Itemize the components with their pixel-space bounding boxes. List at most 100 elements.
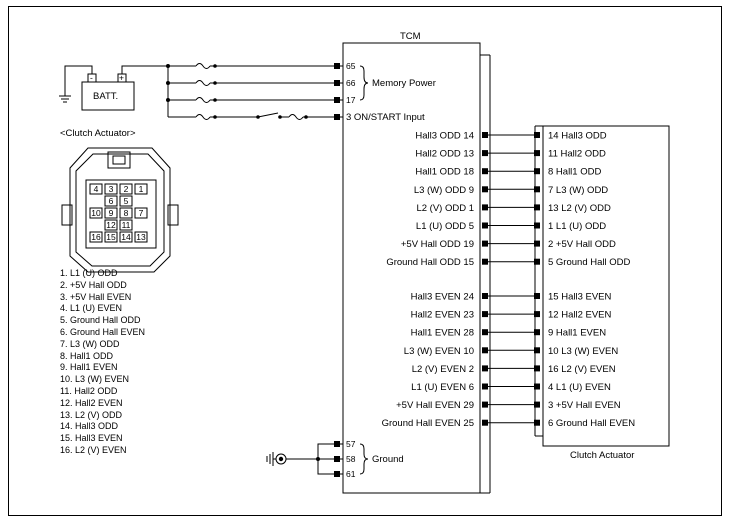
even-actuator-label: 4 L1 (U) EVEN	[548, 382, 611, 393]
clutch-actuator-connector	[61, 147, 179, 273]
odd-actuator-label: 2 +5V Hall ODD	[548, 239, 616, 250]
odd-tcm-label: L1 (U) ODD 5	[416, 221, 474, 232]
pin-list-item: 2. +5V Hall ODD	[60, 279, 127, 290]
connector-cell	[104, 207, 118, 219]
connector-cell	[134, 183, 148, 195]
connector-cell	[134, 207, 148, 219]
diagram-frame	[8, 6, 722, 516]
even-tcm-label: Hall1 EVEN 28	[411, 328, 474, 339]
tcm-pin-65: 65	[346, 61, 356, 71]
ground-label: Ground	[372, 454, 404, 465]
clutch-actuator-title: Clutch Actuator	[570, 450, 634, 461]
odd-tcm-label: Ground Hall ODD 15	[386, 257, 474, 268]
pin-list-item: 7. L3 (W) ODD	[60, 338, 120, 349]
connector-cell	[119, 231, 133, 243]
connector-cell-label: 8	[124, 208, 129, 218]
connector-cell	[89, 183, 103, 195]
odd-tcm-label: Hall1 ODD 18	[415, 167, 474, 178]
pin-list-item: 15. Hall3 EVEN	[60, 433, 123, 444]
odd-actuator-label: 1 L1 (U) ODD	[548, 221, 606, 232]
svg-text:+: +	[119, 73, 124, 83]
even-tcm-label: Hall3 EVEN 24	[411, 292, 474, 303]
even-actuator-label: 10 L3 (W) EVEN	[548, 346, 618, 357]
odd-tcm-label: L2 (V) ODD 1	[416, 203, 474, 214]
odd-actuator-label: 5 Ground Hall ODD	[548, 257, 631, 268]
even-tcm-label: Hall2 EVEN 23	[411, 310, 474, 321]
pin-list-item: 9. Hall1 EVEN	[60, 362, 118, 373]
connector-cell-label: 1	[139, 184, 144, 194]
even-actuator-label: 9 Hall1 EVEN	[548, 328, 606, 339]
on-start-input-label: 3 ON/START Input	[346, 112, 425, 123]
connector-cell-label: 6	[109, 196, 114, 206]
tcm-title: TCM	[400, 31, 421, 42]
connector-cell	[134, 231, 148, 243]
pin-list-item: 8. Hall1 ODD	[60, 350, 114, 361]
connector-cell-label: 14	[121, 232, 131, 242]
even-tcm-label: L3 (W) EVEN 10	[404, 346, 474, 357]
connector-cell-label: 12	[106, 220, 116, 230]
pin-list-item: 6. Ground Hall EVEN	[60, 326, 146, 337]
memory-power-label: Memory Power	[372, 78, 436, 89]
connector-cell-label: 4	[94, 184, 99, 194]
even-tcm-label: L1 (U) EVEN 6	[411, 382, 474, 393]
even-actuator-label: 3 +5V Hall EVEN	[548, 400, 621, 411]
even-tcm-label: +5V Hall EVEN 29	[396, 400, 474, 411]
connector-cell	[119, 195, 133, 207]
tcm-pin-66: 66	[346, 78, 356, 88]
tcm-pin-17: 17	[346, 95, 356, 105]
connector-cell	[119, 207, 133, 219]
battery-box	[81, 81, 135, 111]
pin-list-item: 1. L1 (U) ODD	[60, 268, 118, 278]
pin-list-item: 12. Hall2 EVEN	[60, 397, 123, 408]
odd-tcm-label: L3 (W) ODD 9	[414, 185, 474, 196]
odd-tcm-label: +5V Hall ODD 19	[401, 239, 474, 250]
even-actuator-label: 16 L2 (V) EVEN	[548, 364, 616, 375]
connector-cell-label: 15	[106, 232, 116, 242]
tcm-box	[342, 42, 481, 494]
svg-text:-: -	[90, 73, 93, 83]
odd-actuator-label: 13 L2 (V) ODD	[548, 203, 611, 214]
odd-actuator-label: 7 L3 (W) ODD	[548, 185, 608, 196]
tcm-pin-61: 61	[346, 469, 356, 479]
even-actuator-label: 12 Hall2 EVEN	[548, 310, 612, 321]
even-actuator-label: 6 Ground Hall EVEN	[548, 418, 635, 429]
pin-list-item: 13. L2 (V) ODD	[60, 409, 123, 420]
connector-cell-label: 16	[91, 232, 101, 242]
connector-cell-label: 13	[136, 232, 146, 242]
connector-cell-label: 9	[109, 208, 114, 218]
odd-tcm-label: Hall3 ODD 14	[415, 131, 474, 142]
connector-cell-label: 5	[124, 196, 129, 206]
connector-cell	[119, 183, 133, 195]
clutch-actuator-box	[542, 125, 670, 447]
battery-label: BATT.	[93, 91, 118, 102]
odd-actuator-label: 11 Hall2 ODD	[548, 149, 606, 160]
connector-cell-label: 3	[109, 184, 114, 194]
odd-tcm-label: Hall2 ODD 13	[415, 149, 474, 160]
pin-list-item: 14. Hall3 ODD	[60, 421, 119, 432]
odd-actuator-label: 8 Hall1 ODD	[548, 167, 601, 178]
connector-cell	[104, 195, 118, 207]
connector-heading: <Clutch Actuator>	[60, 128, 136, 139]
connector-cell	[104, 231, 118, 243]
connector-cell	[104, 219, 118, 231]
tcm-pin-57: 57	[346, 439, 356, 449]
signal-wires: Hall3 ODD 14 14 Hall3 ODD Hall2 ODD 13 11 H…	[382, 131, 636, 430]
pin-list-item: 11. Hall2 ODD	[60, 385, 118, 396]
connector-cell	[89, 231, 103, 243]
pin-list-item: 16. L2 (V) EVEN	[60, 444, 127, 455]
connector-cell	[104, 183, 118, 195]
tcm-pin-58: 58	[346, 454, 356, 464]
odd-actuator-label: 14 Hall3 ODD	[548, 131, 607, 142]
connector-cell-label: 10	[91, 208, 101, 218]
connector-cell-label: 2	[124, 184, 129, 194]
connector-cell	[119, 219, 133, 231]
connector-cell-label: 7	[139, 208, 144, 218]
pin-list-item: 3. +5V Hall EVEN	[60, 291, 132, 302]
even-actuator-label: 15 Hall3 EVEN	[548, 292, 612, 303]
pin-list-item: 4. L1 (U) EVEN	[60, 303, 123, 314]
pin-list-item: 5. Ground Hall ODD	[60, 315, 141, 326]
even-tcm-label: Ground Hall EVEN 25	[382, 418, 474, 429]
